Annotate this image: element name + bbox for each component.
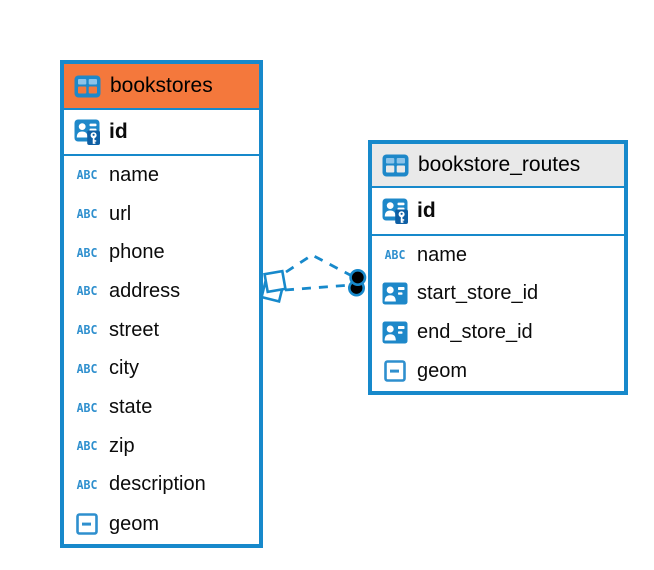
column-name: start_store_id xyxy=(417,282,539,305)
text-type-icon: ABC xyxy=(76,400,98,415)
row-routes-geom[interactable]: geom xyxy=(372,351,624,391)
relationship-line-lower xyxy=(284,283,352,292)
row-bookstores-description[interactable]: ABC description xyxy=(64,465,259,505)
column-name: description xyxy=(109,473,206,496)
column-name: street xyxy=(109,318,160,341)
column-name: end_store_id xyxy=(417,320,533,343)
text-type-icon: ABC xyxy=(76,206,98,222)
geometry-type-icon xyxy=(381,359,409,383)
row-routes-start-store-id[interactable]: start_store_id xyxy=(372,274,624,313)
text-type-icon: ABC xyxy=(76,245,98,261)
text-type-icon: ABC xyxy=(76,477,98,493)
column-name: name xyxy=(417,243,468,266)
row-routes-end-store-id[interactable]: end_store_id xyxy=(372,313,624,352)
table-bookstores-header[interactable]: bookstores xyxy=(64,64,259,110)
row-bookstores-city[interactable]: ABC city xyxy=(64,349,259,389)
relationship-line-upper xyxy=(285,253,353,278)
table-icon xyxy=(381,154,409,177)
column-name: geom xyxy=(109,512,160,535)
table-bookstore-routes[interactable]: bookstore_routes id xyxy=(368,140,628,395)
column-name: id xyxy=(109,120,128,143)
row-routes-id[interactable]: id xyxy=(372,188,624,236)
geometry-type-icon xyxy=(73,512,101,536)
primary-key-icon xyxy=(73,119,101,146)
text-type-icon: ABC xyxy=(76,167,98,183)
table-title: bookstores xyxy=(110,74,213,97)
column-name: geom xyxy=(417,359,468,382)
text-type-icon: ABC xyxy=(76,361,98,377)
row-bookstores-phone[interactable]: ABC phone xyxy=(64,233,259,273)
row-bookstores-address[interactable]: ABC address xyxy=(64,272,259,311)
column-name: zip xyxy=(109,434,135,457)
column-name: name xyxy=(109,163,160,186)
column-name: id xyxy=(417,199,436,222)
relationship-endpoint-icon[interactable] xyxy=(347,268,367,297)
column-name: url xyxy=(109,202,132,225)
row-bookstores-zip[interactable]: ABC zip xyxy=(64,426,259,466)
table-title: bookstore_routes xyxy=(418,153,581,176)
primary-key-icon xyxy=(381,198,409,225)
table-bookstore-routes-header[interactable]: bookstore_routes xyxy=(372,144,624,188)
text-type-icon: ABC xyxy=(384,247,406,263)
row-bookstores-name[interactable]: ABC name xyxy=(64,156,259,195)
text-type-icon: ABC xyxy=(76,322,98,338)
row-bookstores-street[interactable]: ABC street xyxy=(64,310,259,350)
column-name: address xyxy=(109,279,181,302)
column-name: city xyxy=(109,357,139,380)
text-type-icon: ABC xyxy=(76,284,98,299)
relationship-diamond-icon[interactable] xyxy=(260,269,287,303)
table-bookstores[interactable]: bookstores id xyxy=(60,60,263,548)
row-bookstores-url[interactable]: ABC url xyxy=(64,194,259,234)
column-name: phone xyxy=(109,241,165,264)
row-bookstores-id[interactable]: id xyxy=(64,110,259,156)
row-routes-name[interactable]: ABC name xyxy=(372,236,624,275)
row-bookstores-state[interactable]: ABC state xyxy=(64,388,259,427)
foreign-key-icon xyxy=(381,282,409,305)
column-name: state xyxy=(109,396,153,419)
text-type-icon: ABC xyxy=(76,438,98,454)
foreign-key-icon xyxy=(381,321,409,344)
table-icon xyxy=(73,75,101,98)
row-bookstores-geom[interactable]: geom xyxy=(64,504,259,545)
